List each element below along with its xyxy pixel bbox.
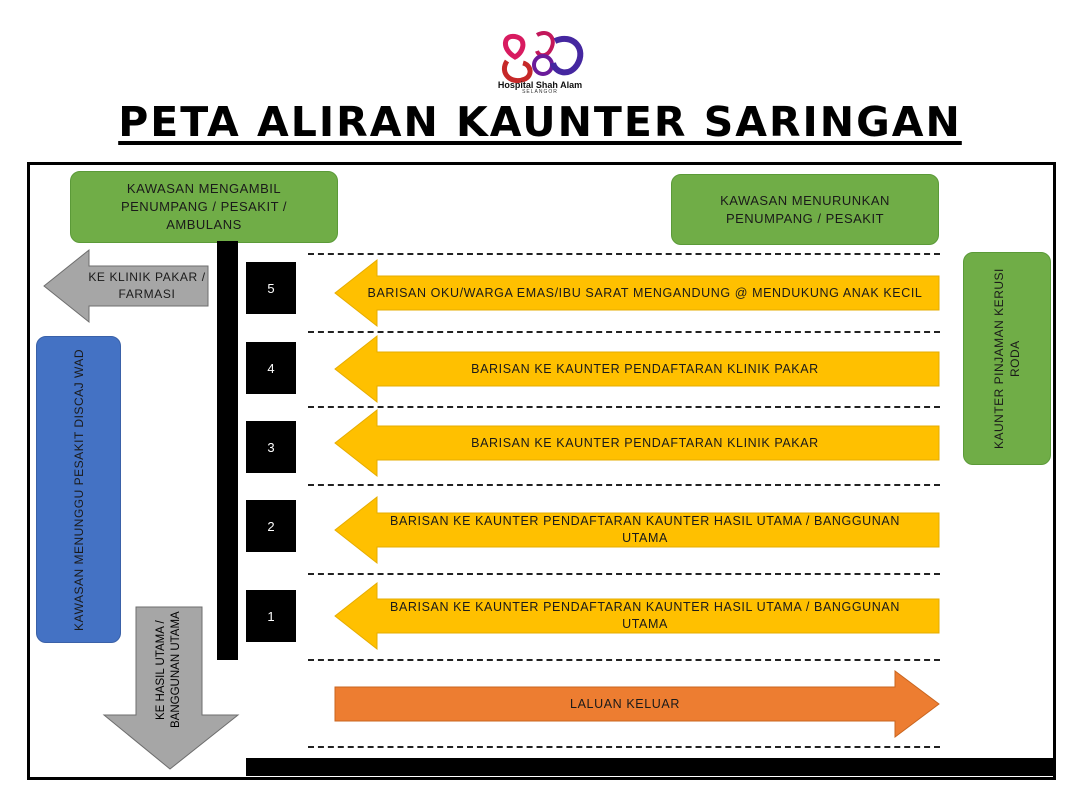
barrier-bar-bottom (246, 758, 1056, 776)
exit-specialist-clinic-label: KE KLINIK PAKAR / FARMASI (88, 270, 206, 301)
lane-label-1: BARISAN KE KAUNTER PENDAFTARAN KAUNTER H… (390, 600, 900, 631)
logo-hospital-name: Hospital Shah Alam (497, 80, 583, 90)
ward-discharge-area-label: KAWASAN MENUNGGU PESAKIT DISCAJ WAD (71, 348, 86, 631)
left-arrow-icon (43, 248, 209, 324)
exit-main-building-label: KE HASIL UTAMA / BANGGUNAN UTAMA (155, 611, 182, 729)
lane-label-3: BARISAN KE KAUNTER PENDAFTARAN KLINIK PA… (471, 435, 819, 450)
diagram-frame (27, 162, 1056, 780)
wheelchair-counter-label: KAUNTER PINJAMAN KERUSI RODA (992, 268, 1022, 449)
page-title: PETA ALIRAN KAUNTER SARINGAN (118, 98, 962, 146)
wheelchair-counter-box: KAUNTER PINJAMAN KERUSI RODA (963, 252, 1051, 465)
logo-subtitle: SELANGOR (522, 89, 558, 95)
lane-number-3: 3 (246, 421, 296, 473)
lane-arrow-5 (334, 258, 940, 328)
exit-lane-arrow (334, 670, 940, 738)
pickup-area-label: KAWASAN MENGAMBIL PENUMPANG / PESAKIT / … (120, 181, 288, 232)
lane-arrow-2 (334, 495, 940, 565)
lane-divider (308, 484, 940, 486)
lane-divider (308, 659, 940, 661)
lane-label-5: BARISAN OKU/WARGA EMAS/IBU SARAT MENGAND… (367, 285, 923, 300)
lane-divider (308, 746, 940, 748)
lane-divider (308, 253, 940, 255)
dropoff-area-label: KAWASAN MENURUNKAN PENUMPANG / PESAKIT (720, 192, 890, 226)
ward-discharge-area-box: KAWASAN MENUNGGU PESAKIT DISCAJ WAD (36, 336, 121, 643)
exit-lane-label: LALUAN KELUAR (570, 696, 680, 711)
hospital-logo-icon (501, 30, 584, 83)
down-arrow-icon (102, 606, 240, 770)
lane-divider (308, 331, 940, 333)
lane-number-4: 4 (246, 342, 296, 394)
exit-main-building-wrap: KE HASIL UTAMA / BANGGUNAN UTAMA (136, 610, 202, 730)
lane-number-2: 2 (246, 500, 296, 552)
pickup-area-box: KAWASAN MENGAMBIL PENUMPANG / PESAKIT / … (70, 171, 338, 243)
lane-arrow-3 (334, 408, 940, 478)
lane-divider (308, 406, 940, 408)
lane-arrow-4 (334, 334, 940, 404)
lane-label-2: BARISAN KE KAUNTER PENDAFTARAN KAUNTER H… (390, 514, 900, 545)
lane-arrow-1 (334, 581, 940, 651)
lane-number-5: 5 (246, 262, 296, 314)
lane-divider (308, 573, 940, 575)
barrier-bar-vertical (217, 241, 238, 660)
lane-label-4: BARISAN KE KAUNTER PENDAFTARAN KLINIK PA… (471, 361, 819, 376)
dropoff-area-box: KAWASAN MENURUNKAN PENUMPANG / PESAKIT (671, 174, 939, 245)
lane-number-1: 1 (246, 590, 296, 642)
